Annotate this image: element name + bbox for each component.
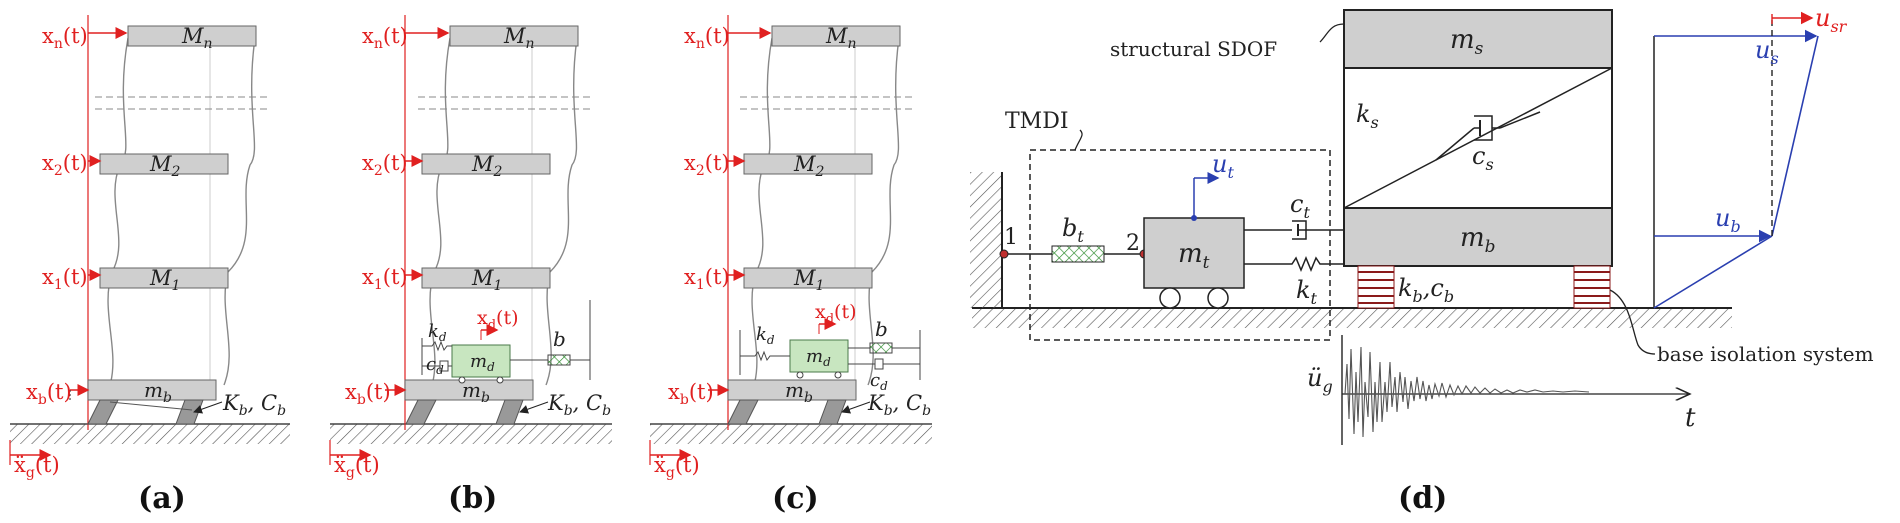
svg-text:x2(t): x2(t) [684,151,730,179]
svg-text:x1(t): x1(t) [362,265,408,293]
tmd-mass-b [451,344,511,378]
svg-text:usr: usr [1815,4,1848,36]
caption-c: (c) [772,481,819,516]
svg-text:1: 1 [1004,225,1018,250]
svg-text:md: md [470,351,495,374]
svg-text:ẍg(t): ẍg(t) [654,453,700,481]
svg-text:ks: ks [1356,100,1379,132]
svg-text:md: md [806,346,831,369]
svg-text:üg: üg [1307,364,1333,396]
node-1 [999,249,1009,259]
tmdi-box [1029,149,1331,341]
svg-text:us: us [1755,36,1779,68]
mass-mb-d [1343,207,1613,267]
svg-text:xb(t): xb(t) [345,380,391,408]
svg-text:xd(t): xd(t) [477,307,519,333]
isolator-left [1357,265,1395,309]
svg-text:kd: kd [756,324,775,347]
panel-b: xn(t) x2(t) x1(t) xb(t) ẍg(t) xd(t) Mn M… [329,15,612,516]
svg-text:M1: M1 [471,266,502,294]
svg-text:ẍg(t): ẍg(t) [334,453,380,481]
caption-a: (a) [138,481,186,516]
label-x1: x1(t) [42,265,88,293]
svg-text:M1: M1 [793,266,824,294]
label-mb: mb [144,378,172,406]
label-xn: xn(t) [42,24,88,52]
label-x2: x2(t) [42,151,88,179]
svg-text:Mn: Mn [503,24,535,52]
svg-text:cd: cd [426,354,444,377]
label-M2: M2 [149,152,181,180]
mass-Mn [127,25,257,47]
svg-text:M2: M2 [471,152,503,180]
isolator-right [1573,265,1611,309]
svg-text:M2: M2 [793,152,825,180]
inerter-bt [1051,245,1105,263]
svg-text:ub: ub [1715,204,1741,236]
svg-text:mb: mb [1460,223,1496,257]
label-M1: M1 [149,266,180,294]
svg-text:xb(t): xb(t) [668,380,714,408]
svg-text:ut: ut [1212,150,1234,182]
svg-text:kb,cb: kb,cb [1398,274,1454,306]
svg-text:mb: mb [462,378,490,406]
svg-text:bt: bt [1062,214,1084,246]
svg-text:x1(t): x1(t) [684,265,730,293]
panel-d: TMDI 1 2 bt mt ut ct kt ms mb [970,4,1874,516]
svg-text:kd: kd [428,321,447,344]
svg-text:cs: cs [1472,142,1494,174]
svg-text:Kb, Cb: Kb, Cb [867,391,931,419]
panel-c: xn(t) x2(t) x1(t) xb(t) ẍg(t) xd(t) Mn M… [649,15,932,516]
svg-text:mb: mb [785,378,813,406]
label-KbCb: Kb, Cb [222,391,286,419]
svg-text:xn(t): xn(t) [362,24,408,52]
caption-d: (d) [1398,481,1447,516]
ground-hatch [10,424,290,444]
svg-text:xn(t): xn(t) [684,24,730,52]
svg-text:ms: ms [1450,25,1484,59]
svg-text:cd: cd [870,370,888,393]
label-tmdi: TMDI [1005,109,1069,134]
panel-a: xn(t) x2(t) x1(t) xb(t) ẍg(t) Mn M2 M1 m… [9,15,290,516]
svg-text:kt: kt [1296,276,1318,308]
label-structural: structural SDOF [1110,37,1277,61]
svg-text:xd(t): xd(t) [815,301,857,327]
svg-text:2: 2 [1126,231,1140,256]
label-base-iso: base isolation system [1657,342,1874,366]
label-xb: xb(t) [26,380,72,408]
svg-text:b: b [875,317,888,341]
svg-text:ct: ct [1290,190,1310,222]
svg-text:Kb, Cb: Kb, Cb [547,391,611,419]
svg-text:x2(t): x2(t) [362,151,408,179]
svg-text:Mn: Mn [825,24,857,52]
label-Mn: Mn [181,24,213,52]
label-xg: ẍg(t) [14,453,60,481]
mass-ms [1343,9,1613,69]
caption-b: (b) [448,481,497,516]
svg-text:t: t [1685,403,1696,433]
svg-text:mt: mt [1178,239,1210,273]
ground-acceleration-record [1344,346,1590,438]
svg-text:b: b [553,327,566,351]
